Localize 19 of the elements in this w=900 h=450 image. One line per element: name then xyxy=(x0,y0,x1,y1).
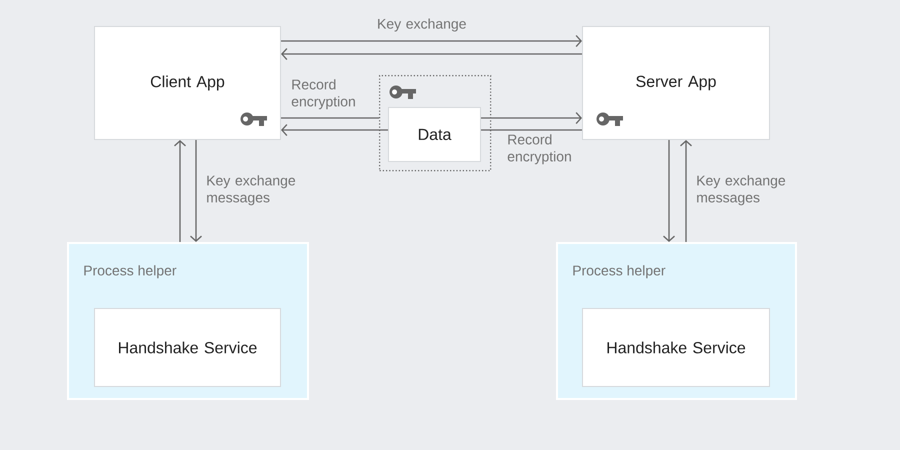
arrow xyxy=(174,140,186,242)
arrow xyxy=(680,140,692,242)
process-box: Data xyxy=(388,107,481,162)
edge-label: Key exchange messages xyxy=(207,175,296,206)
dotted-box xyxy=(379,75,492,172)
arrow xyxy=(190,140,202,242)
process-box: Handshake Service xyxy=(582,308,770,387)
arrow xyxy=(663,140,675,242)
process-box: Client App xyxy=(94,26,281,140)
arrow xyxy=(281,124,388,136)
arrow xyxy=(281,48,582,60)
edge-label: Record encryption xyxy=(508,134,571,164)
process-box: Handshake Service xyxy=(94,308,281,387)
arrow xyxy=(281,35,582,47)
process-box: Server App xyxy=(582,26,770,140)
edge-label: Record encryption xyxy=(292,79,355,110)
edge-label: Key exchange xyxy=(378,18,466,32)
arrow xyxy=(481,112,582,124)
edge-label: Key exchange messages xyxy=(697,175,786,206)
